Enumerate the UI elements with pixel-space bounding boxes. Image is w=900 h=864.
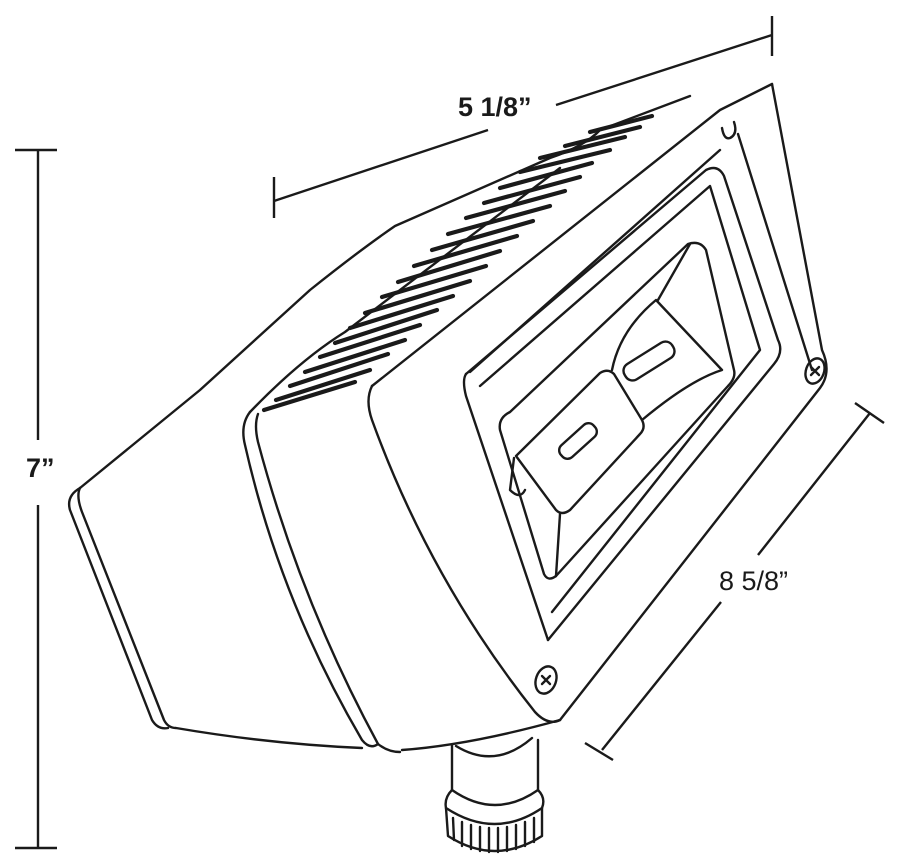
depth-dimension-label: 8 5/8”	[719, 566, 789, 596]
rear-housing	[67, 94, 692, 754]
led-module-area	[498, 241, 736, 580]
width-dimension-line	[272, 16, 774, 218]
depth-dimension-line	[584, 402, 885, 762]
width-dimension-label: 5 1/8”	[458, 92, 532, 122]
knuckle-knurling	[451, 816, 536, 854]
vent-slats	[261, 113, 655, 413]
screw-bottom-left	[534, 665, 558, 695]
height-dimension-line	[15, 148, 57, 850]
front-bezel	[367, 82, 828, 723]
knuckle-mount	[400, 718, 562, 854]
height-dimension-label: 7”	[26, 453, 55, 483]
screw-top-right	[804, 357, 826, 385]
